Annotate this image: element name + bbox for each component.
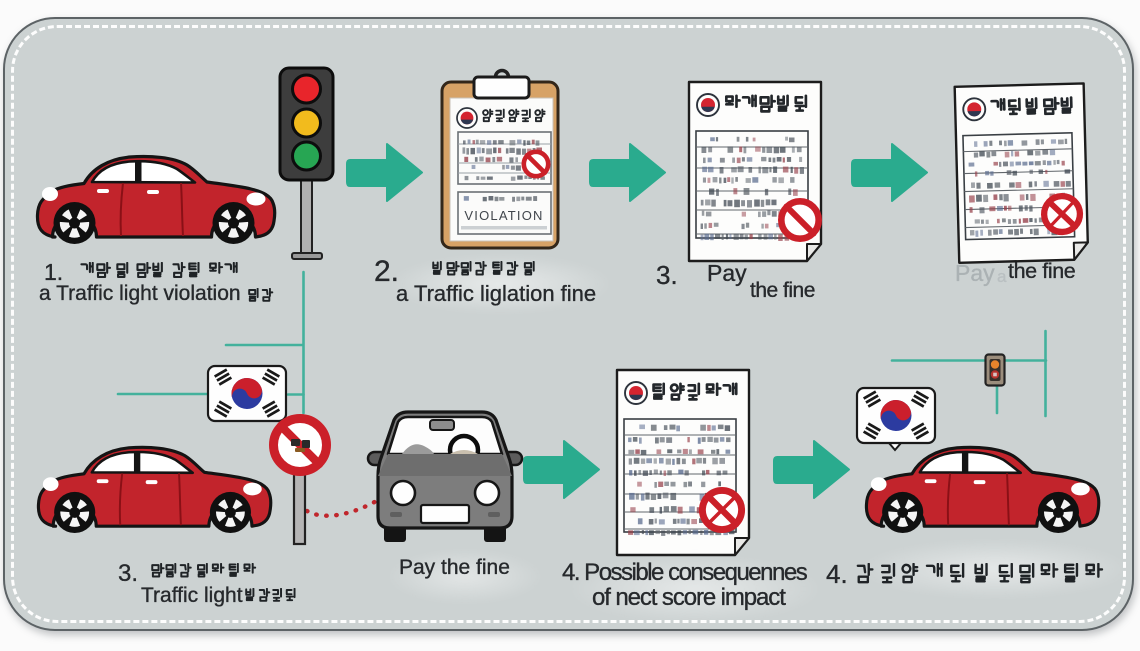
svg-text:VIOLATION: VIOLATION: [464, 208, 543, 223]
